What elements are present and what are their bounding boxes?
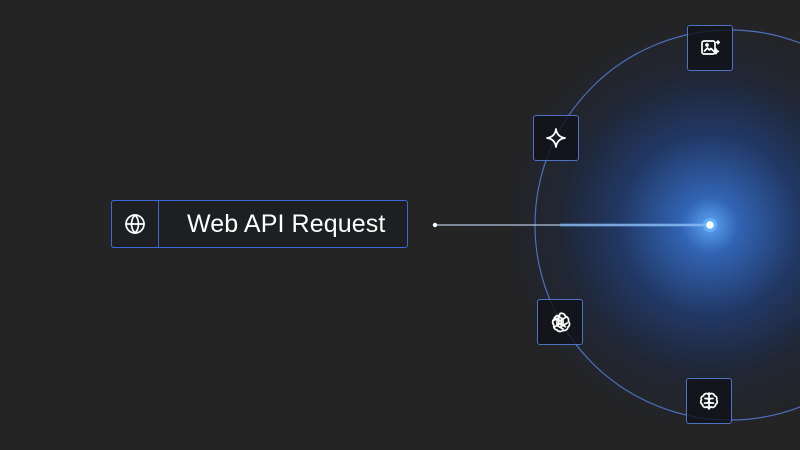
- image-sparkle-node[interactable]: [687, 25, 733, 71]
- openai-node[interactable]: [537, 299, 583, 345]
- request-label: Web API Request: [187, 209, 386, 238]
- web-api-request-node[interactable]: Web API Request: [111, 199, 408, 248]
- request-icon-container: [111, 199, 159, 248]
- brain-node[interactable]: [686, 378, 732, 424]
- image-sparkle-icon: [698, 36, 722, 60]
- connector-start-dot: [432, 222, 438, 228]
- globe-icon: [123, 212, 147, 236]
- brain-icon: [697, 389, 721, 413]
- connector-end-dot: [706, 221, 714, 229]
- sparkle-node[interactable]: [533, 115, 579, 161]
- openai-icon: [548, 310, 572, 334]
- sparkle-icon: [544, 126, 568, 150]
